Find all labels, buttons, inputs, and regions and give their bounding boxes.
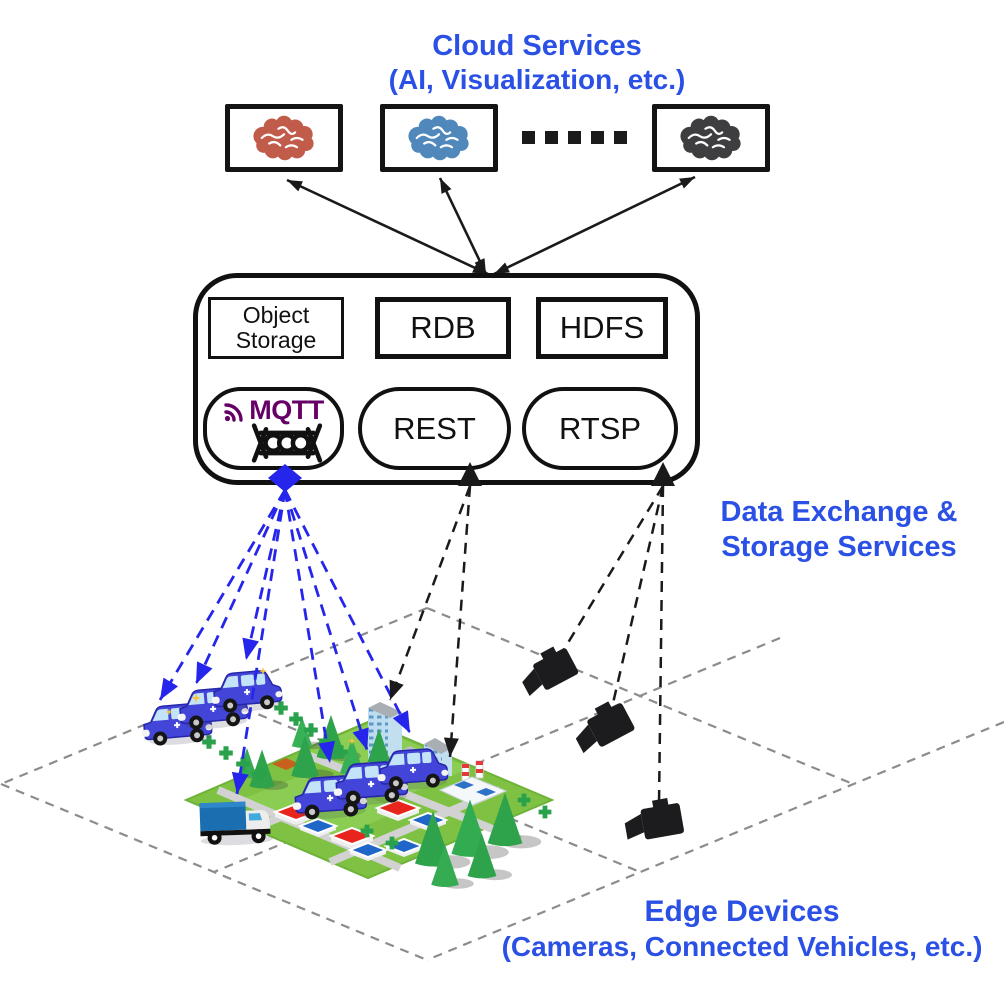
cloud-node-3 xyxy=(652,104,770,172)
edge-devices-label-line2: (Cameras, Connected Vehicles, etc.) xyxy=(501,931,983,962)
data-platform-box xyxy=(193,273,700,485)
orange-roof-house-icon xyxy=(272,758,300,770)
rdb-label: RDB xyxy=(410,310,476,345)
hdfs-box: HDFS xyxy=(536,297,668,359)
brain-icon xyxy=(253,115,314,161)
camera-icon xyxy=(567,696,636,757)
rdb-box: RDB xyxy=(375,297,511,359)
cloud-services-title-line1: Cloud Services xyxy=(432,30,642,62)
factory-icon xyxy=(438,760,508,806)
rest-label: REST xyxy=(393,410,476,446)
cloud-node-2 xyxy=(380,104,498,172)
edge-devices-label: Edge Devices (Cameras, Connected Vehicle… xyxy=(482,893,1002,963)
cloud-arrowheads xyxy=(284,172,698,279)
hdfs-label: HDFS xyxy=(559,310,645,345)
platform-label: Data Exchange & Storage Services xyxy=(689,495,989,565)
brain-icon xyxy=(408,115,469,161)
object-storage-label: Object Storage xyxy=(235,302,317,353)
camera-icon xyxy=(514,641,580,699)
connected-vehicles xyxy=(138,667,285,749)
edge-devices-label-line1: Edge Devices xyxy=(644,895,840,928)
rtsp-label: RTSP xyxy=(558,410,642,446)
rest-box: REST xyxy=(358,387,511,470)
cloud-node-1 xyxy=(225,104,343,172)
object-storage-box: Object Storage xyxy=(208,297,344,359)
mqtt-box: MQTT xyxy=(203,387,344,470)
camera-icon xyxy=(621,796,685,843)
message-queue-icon xyxy=(251,423,322,463)
rtsp-box: RTSP xyxy=(522,387,678,470)
brain-icon xyxy=(680,115,741,161)
mqtt-label: MQTT xyxy=(249,395,324,425)
cloud-arrows xyxy=(286,175,696,276)
ellipsis-dots xyxy=(522,131,627,144)
platform-label-line1: Data Exchange & xyxy=(720,496,958,528)
mqtt-signal-icon xyxy=(224,402,243,422)
cloud-services-title-line2: (AI, Visualization, etc.) xyxy=(388,64,686,95)
rest-rtsp-links xyxy=(388,485,665,805)
cloud-services-title: Cloud Services (AI, Visualization, etc.) xyxy=(336,28,738,96)
car-icon xyxy=(208,668,285,716)
mqtt-links xyxy=(158,489,412,795)
platform-label-line2: Storage Services xyxy=(721,531,957,563)
